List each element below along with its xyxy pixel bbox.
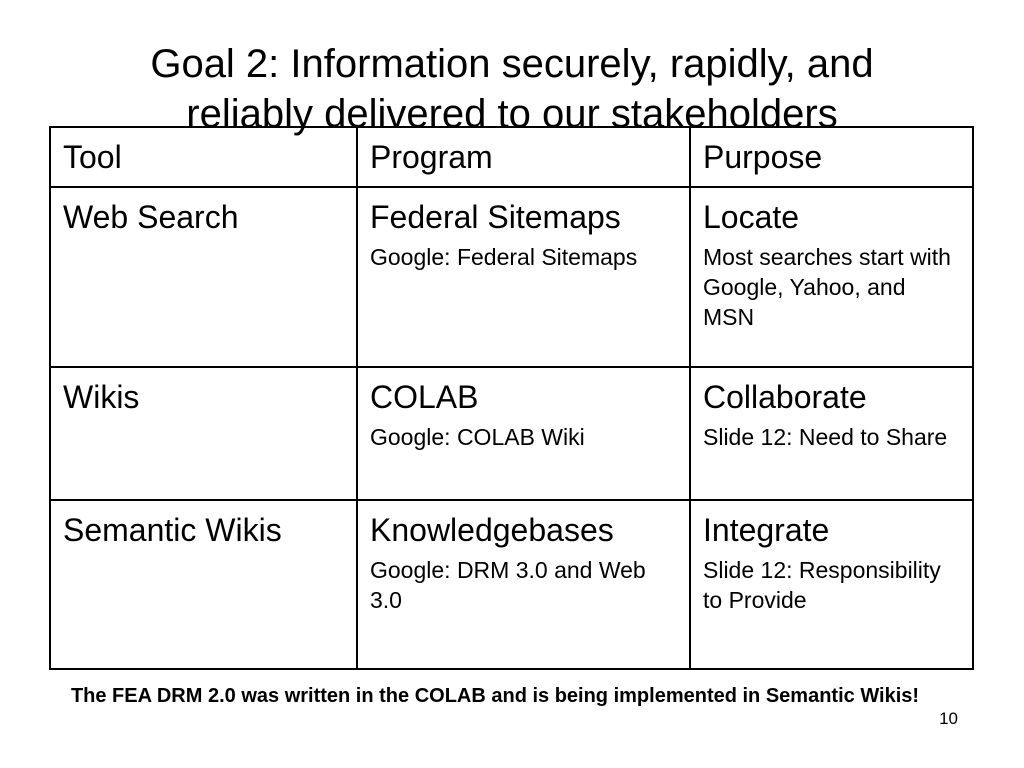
program-cell: COLAB Google: COLAB Wiki xyxy=(356,366,691,501)
program-cell: Federal Sitemaps Google: Federal Sitemap… xyxy=(356,186,691,368)
purpose-name: Integrate xyxy=(703,512,830,548)
purpose-name: Locate xyxy=(703,199,800,235)
purpose-name: Collaborate xyxy=(703,379,867,415)
table-header-row: Tool Program Purpose xyxy=(49,126,974,188)
footer-note: The FEA DRM 2.0 was written in the COLAB… xyxy=(70,685,920,707)
program-name: COLAB xyxy=(370,379,479,415)
program-cell: Knowledgebases Google: DRM 3.0 and Web 3… xyxy=(356,499,691,670)
program-name: Knowledgebases xyxy=(370,512,614,548)
tool-cell: Wikis xyxy=(49,366,358,501)
table-row: Wikis COLAB Google: COLAB Wiki Collabora… xyxy=(49,366,974,501)
purpose-cell: Integrate Slide 12: Responsibility to Pr… xyxy=(689,499,974,670)
purpose-note: Most searches start with Google, Yahoo, … xyxy=(703,244,951,330)
goal-table: Tool Program Purpose Web Search Federal … xyxy=(49,126,974,670)
purpose-cell: Collaborate Slide 12: Need to Share xyxy=(689,366,974,501)
header-cell-tool: Tool xyxy=(49,126,358,188)
header-cell-purpose: Purpose xyxy=(689,126,974,188)
program-name: Federal Sitemaps xyxy=(370,199,621,235)
header-cell-program: Program xyxy=(356,126,691,188)
program-note: Google: COLAB Wiki xyxy=(370,424,585,450)
tool-name: Wikis xyxy=(63,379,140,415)
slide-title: Goal 2: Information securely, rapidly, a… xyxy=(40,39,984,139)
purpose-note: Slide 12: Need to Share xyxy=(703,424,948,450)
tool-cell: Semantic Wikis xyxy=(49,499,358,670)
header-purpose: Purpose xyxy=(703,139,823,175)
purpose-cell: Locate Most searches start with Google, … xyxy=(689,186,974,368)
header-program: Program xyxy=(370,139,493,175)
table-row: Semantic Wikis Knowledgebases Google: DR… xyxy=(49,499,974,670)
table-row: Web Search Federal Sitemaps Google: Fede… xyxy=(49,186,974,368)
page-number: 10 xyxy=(939,709,958,728)
tool-name: Semantic Wikis xyxy=(63,512,282,548)
program-note: Google: Federal Sitemaps xyxy=(370,244,638,270)
program-note: Google: DRM 3.0 and Web 3.0 xyxy=(370,557,646,613)
tool-name: Web Search xyxy=(63,199,239,235)
purpose-note: Slide 12: Responsibility to Provide xyxy=(703,557,941,613)
header-tool: Tool xyxy=(63,139,122,175)
title-line-1: Goal 2: Information securely, rapidly, a… xyxy=(150,41,874,86)
tool-cell: Web Search xyxy=(49,186,358,368)
